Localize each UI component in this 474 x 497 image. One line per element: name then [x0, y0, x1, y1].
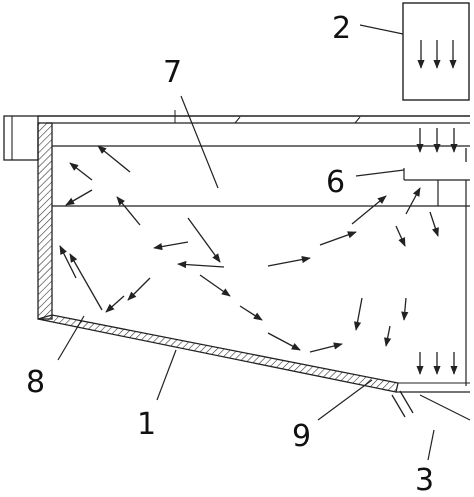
label-6: 6	[326, 165, 345, 200]
inlet-arrows	[416, 128, 467, 375]
top-bracket	[3, 115, 39, 161]
label-7: 7	[163, 55, 182, 90]
label-9: 9	[292, 419, 311, 454]
leader-lines	[57, 24, 435, 461]
label-8: 8	[26, 365, 45, 400]
flow-arrows	[59, 145, 439, 353]
label-2: 2	[332, 11, 351, 46]
sloped-bottom	[37, 314, 470, 393]
label-3: 3	[415, 463, 434, 497]
outlet-pipe	[391, 390, 471, 421]
feeder-box	[402, 2, 470, 101]
top-rails	[38, 110, 470, 147]
label-1: 1	[137, 407, 156, 442]
partition-lines	[52, 168, 470, 386]
left-wall	[37, 122, 53, 320]
